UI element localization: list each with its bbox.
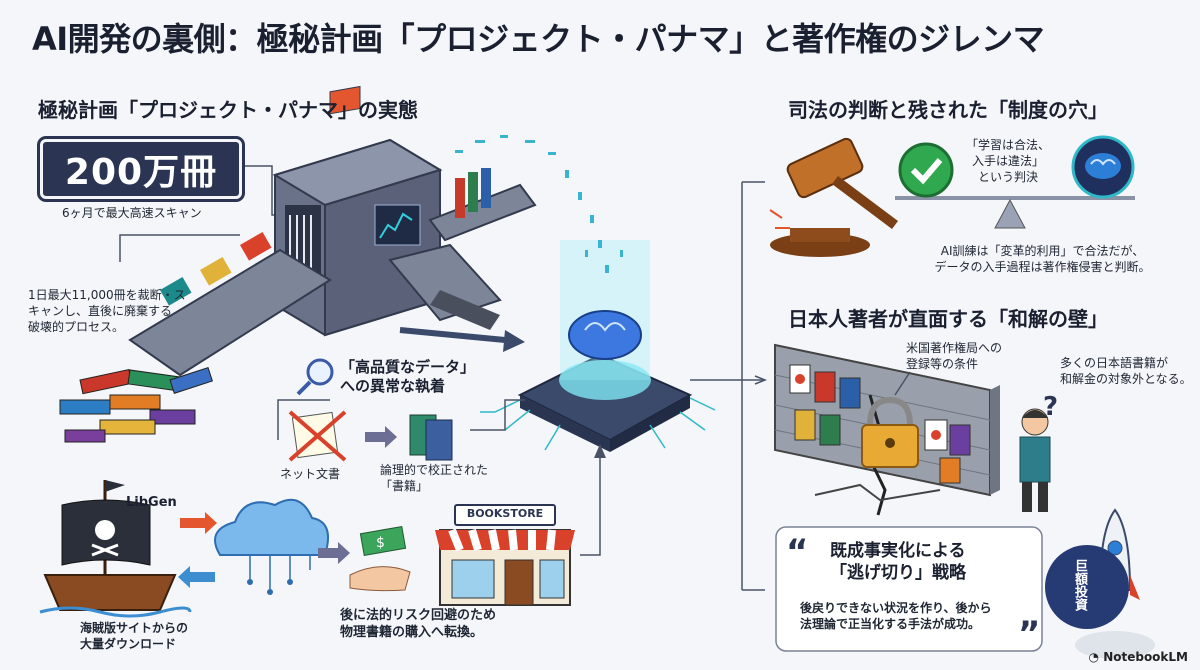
quote-box <box>775 526 1043 652</box>
checkmark-icon <box>898 142 954 198</box>
book-count-badge: 200万冊 <box>37 136 245 202</box>
brick-wall <box>774 343 1000 516</box>
registration-condition-text: 米国著作権局への 登録等の条件 <box>906 341 1003 371</box>
verdict-text: 「学習は合法、 入手は違法」 という判決 <box>965 138 1050 184</box>
scanner-machine <box>272 85 443 337</box>
fait-accompli-heading: 既成事実化による 「逃げ切り」戦略 <box>830 541 966 583</box>
bookstore-sign: BOOKSTORE <box>466 507 544 520</box>
money-hand-icon: $ <box>349 525 411 592</box>
purchase-caption: 後に法的リスク回避のため 物理書籍の購入へ転換。 <box>340 608 497 640</box>
gavel-icon <box>769 137 898 257</box>
data-stream <box>455 135 623 273</box>
net-docs-label: ネット文書 <box>280 467 341 481</box>
huge-investment-badge: 巨額投資 <box>1045 545 1129 629</box>
page-title: AI開発の裏側：極秘計画「プロジェクト・パナマ」と著作権のジレンマ <box>32 20 1045 58</box>
cloud-download-icon <box>214 498 329 595</box>
counter-caption: 6ヶ月で最大高速スキャン <box>62 206 202 220</box>
net-document-crossed-icon <box>288 410 347 462</box>
book-pile <box>59 367 213 443</box>
wall-section-heading: 日本人著者が直面する「和解の壁」 <box>788 307 1108 331</box>
libgen-label: LibGen <box>126 495 177 510</box>
curated-books-label: 論理的で校正された 「書籍」 <box>380 463 489 493</box>
confused-person-icon: ? <box>1019 392 1058 512</box>
right-connector-lines <box>690 181 765 591</box>
close-quote-icon: ” <box>1018 614 1041 654</box>
conveyor-belt <box>128 168 537 377</box>
bookstore-icon <box>435 504 575 606</box>
court-section-heading: 司法の判断と残された「制度の穴」 <box>788 98 1108 122</box>
left-section-heading: 極秘計画「プロジェクト・パナマ」の実態 <box>38 98 418 122</box>
balance-scale <box>895 196 1135 229</box>
excluded-books-text: 多くの日本語書籍が 和解金の対象外となる。 <box>1060 356 1192 386</box>
open-quote-icon: “ <box>786 532 809 572</box>
brain-chip <box>480 240 716 452</box>
magnifier-icon <box>296 358 334 396</box>
destroy-process-text: 1日最大11,000冊を裁断・ス キャンし、直後に廃棄する 破壊的プロセス。 <box>28 288 186 334</box>
fair-use-text: AI訓練は「変革的利用」で合法だが、 データの入手過程は著作権侵害と判断。 <box>934 244 1151 274</box>
curated-books-icon <box>409 414 453 461</box>
brain-globe-icon <box>1071 135 1135 199</box>
notebooklm-icon: ◔ <box>1088 650 1104 664</box>
quality-data-heading: 「高品質なデータ」 への異常な執着 <box>340 358 476 395</box>
svg-text:?: ? <box>1043 392 1058 422</box>
pirate-ship-icon <box>39 480 192 618</box>
padlock-icon <box>861 396 919 468</box>
fait-accompli-text: 後戻りできない状況を作り、後から 法理論で正当化する手法が成功。 <box>800 601 992 631</box>
svg-text:$: $ <box>376 535 385 551</box>
notebooklm-logo: ◔ NotebookLM <box>1088 650 1188 664</box>
pirate-caption: 海賊版サイトからの 大量ダウンロード <box>80 621 189 651</box>
